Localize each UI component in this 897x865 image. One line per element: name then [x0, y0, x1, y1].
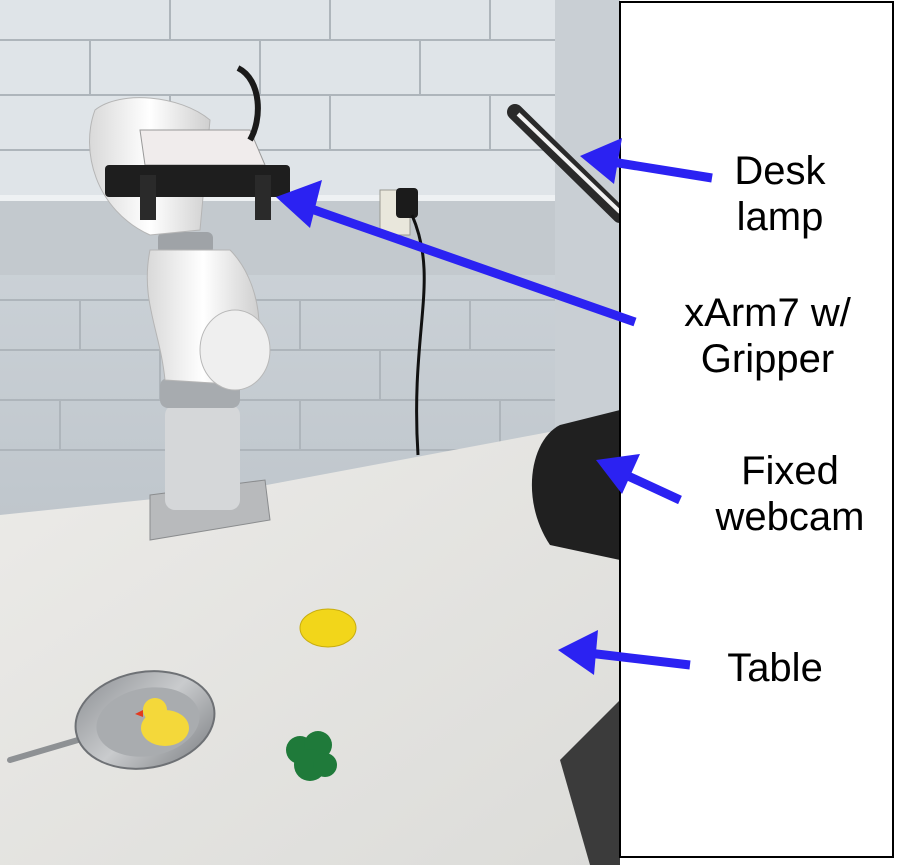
toy-broccoli	[286, 731, 337, 781]
label-table-line1: Table	[727, 646, 823, 690]
rubber-duck	[135, 698, 189, 746]
label-desk-lamp-line2: lamp	[736, 195, 824, 239]
photo	[0, 0, 628, 865]
label-webcam-line1: Fixed	[741, 449, 839, 493]
label-webcam-line2: webcam	[715, 495, 865, 539]
power-cable	[410, 214, 426, 456]
webcam	[531, 410, 620, 560]
power-adapter	[396, 188, 418, 218]
label-webcam: Fixed webcam	[690, 448, 890, 540]
label-desk-lamp: Desk lamp	[700, 148, 860, 240]
label-robot-arm-line2: Gripper	[700, 337, 835, 381]
arrow-desk-lamp	[580, 138, 713, 184]
label-panel	[619, 1, 894, 858]
gripper-cover	[139, 129, 266, 166]
lemon	[299, 608, 357, 648]
robot-column	[165, 405, 240, 510]
label-table: Table	[700, 645, 850, 691]
label-desk-lamp-line1: Desk	[734, 149, 826, 193]
arrow-table	[558, 630, 691, 675]
label-robot-arm-line1: xArm7 w/	[684, 291, 851, 335]
arrow-webcam	[596, 454, 682, 505]
annotation-arrows	[276, 138, 713, 675]
label-robot-arm: xArm7 w/ Gripper	[640, 290, 895, 382]
arrow-robot-arm	[276, 180, 637, 327]
